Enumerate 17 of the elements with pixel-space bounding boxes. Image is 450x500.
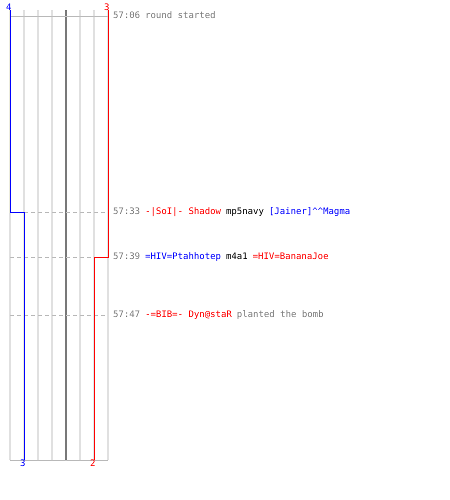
player-count: 4 <box>6 3 12 13</box>
weapon-name: mp5navy <box>226 207 264 218</box>
event-time: 57:33 <box>113 207 140 218</box>
event-text: planted the bomb <box>236 310 324 321</box>
player-count: 3 <box>104 3 110 13</box>
event-text: round started <box>145 11 216 22</box>
player-name: -|SoI|- Shadow <box>145 207 221 218</box>
event-time: 57:47 <box>113 310 140 321</box>
event-time: 57:39 <box>113 252 140 263</box>
player-name: -=BIB=- Dyn@staR <box>145 310 232 321</box>
weapon-name: m4a1 <box>226 252 248 263</box>
player-name: =HIV=BananaJoe <box>252 252 328 263</box>
player-name: [Jainer]^^Magma <box>268 207 350 218</box>
player-count: 2 <box>90 459 96 469</box>
player-count: 3 <box>20 459 26 469</box>
player-name: =HIV=Ptahhotep <box>145 252 221 263</box>
event-time: 57:06 <box>113 11 140 22</box>
